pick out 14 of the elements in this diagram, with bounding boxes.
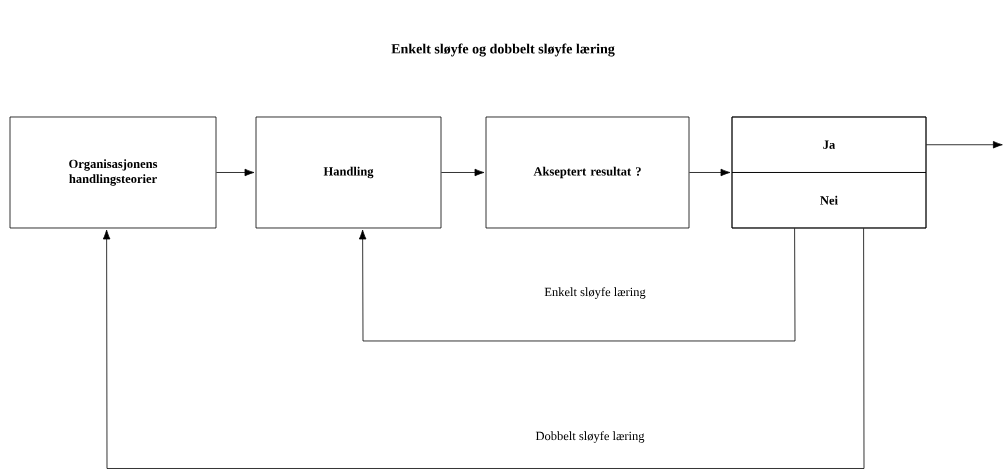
edge-label: Enkelt sløyfe læring	[543, 286, 647, 300]
arrow	[216, 168, 255, 177]
arrow	[441, 168, 485, 177]
arrow	[689, 168, 731, 177]
arrow	[102, 228, 865, 469]
answer-box: Nei	[731, 172, 927, 229]
arrow	[926, 141, 1003, 149]
edge-label: Dobbelt sløyfe læring	[534, 430, 646, 444]
process-box: Handling	[255, 116, 442, 229]
process-box: Organisasjonens handlingsteorier	[9, 116, 217, 229]
process-box: Akseptert resultat ?	[485, 116, 690, 229]
answer-box: Ja	[731, 116, 927, 173]
title: Enkelt sløyfe og dobbelt sløyfe læring	[391, 43, 615, 57]
arrow	[358, 228, 796, 342]
